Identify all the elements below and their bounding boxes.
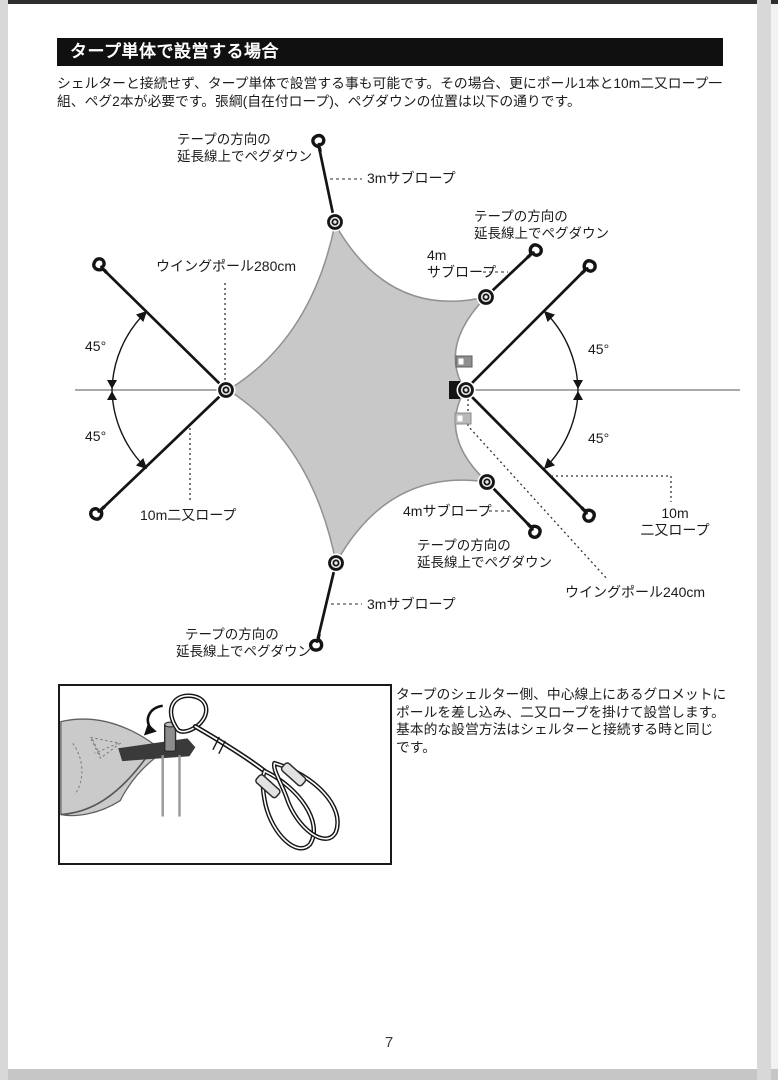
intro-paragraph: シェルターと接続せず、タープ単体で設営する事も可能です。その場合、更にポール1本… [57,75,729,111]
photo-edge-right [757,0,771,1080]
label-angle-left-bottom: 45° [85,428,107,444]
detail-rope [168,693,340,851]
note-line-2: ポールを差し込み、二又ロープを掛けて設営します。 [396,704,725,720]
label-rope-4m-bottom: 4mサブロープ [403,503,492,519]
photo-edge-top [0,0,778,4]
detail-illustration-box [58,684,392,865]
label-rope-4m-top: 4m サブロープ [427,247,497,280]
label-pole-240: ウイングポール240cm [565,584,706,600]
section-header: タープ単体で設営する場合 [57,38,723,66]
label-angle-left-top: 45° [85,338,107,354]
intro-line-1: シェルターと接続せず、タープ単体で設営する事も可能です。その場合、更にポール1本… [57,76,723,91]
label-pegdown-top-right: テープの方向の 延長線上でペグダウン [474,209,609,241]
detail-tensioner [280,762,307,787]
pole-rope-detail-art [60,693,340,851]
label-rope-3m-top: 3mサブロープ [367,170,456,186]
note-line-4: です。 [396,739,437,755]
label-rope-10m-left: 10m二又ロープ [140,507,237,523]
label-rope-10m-right: 10m 二又ロープ [640,505,710,538]
label-angle-right-top: 45° [588,341,610,357]
detail-arrow [146,704,163,730]
label-pegdown-bottom-right: テープの方向の 延長線上でペグダウン [417,538,552,570]
photo-edge-bottom [0,1069,778,1080]
detail-fabric [60,718,165,817]
label-pegdown-top-left: テープの方向の 延長線上でペグダウン [177,132,312,164]
label-pegdown-bottom-left: テープの方向の 延長線上でペグダウン [176,627,311,659]
note-paragraph: タープのシェルター側、中心線上にあるグロメットに ポールを差し込み、二又ロープを… [396,686,726,756]
label-rope-3m-bottom: 3mサブロープ [367,596,456,612]
label-angle-right-bottom: 45° [588,430,610,446]
note-line-1: タープのシェルター側、中心線上にあるグロメットに [396,687,727,702]
note-line-3: 基本的な設営方法はシェルターと接続する時と同じ [396,722,714,737]
intro-line-2: 組、ペグ2本が必要です。張綱(自在付ロープ)、ペグダウンの位置は以下の通りです。 [57,94,581,109]
page-number: 7 [384,1034,394,1051]
detail-tensioner [255,774,281,799]
photo-edge-left [0,0,8,1080]
label-pole-280: ウイングポール280cm [156,258,297,274]
